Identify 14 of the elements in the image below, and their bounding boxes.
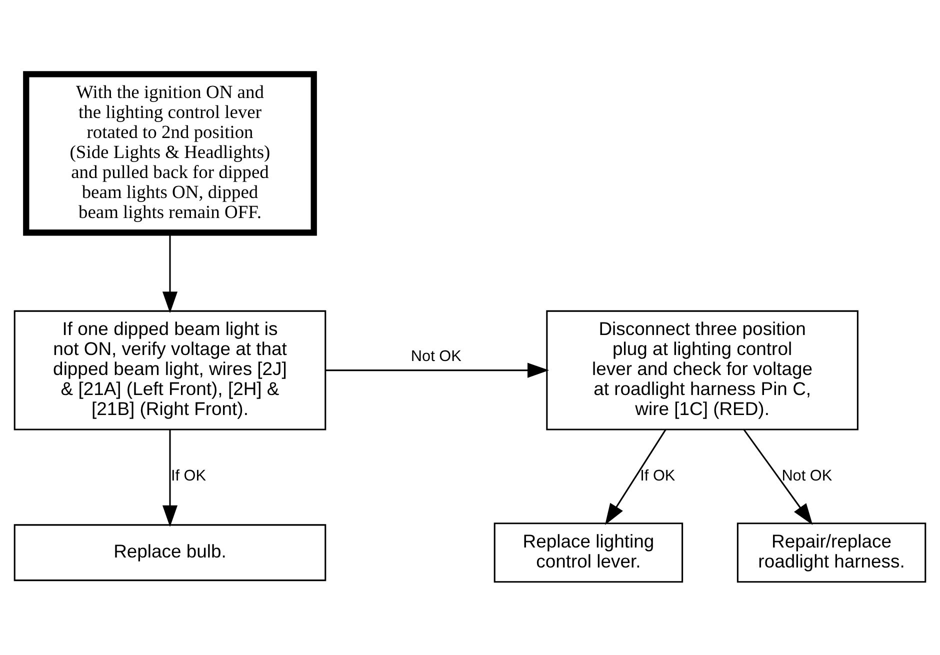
arrow xyxy=(604,428,666,525)
node-box: Repair/replace roadlight harness. xyxy=(736,522,926,582)
node-box: With the ignition ON and the lighting control lever rotated to 2nd position (Side Lights & Headlights) and pulled back for dipped beam lights ON, dipped beam lights remain OFF. xyxy=(23,70,317,236)
edge-label: If OK xyxy=(170,466,206,484)
arrow xyxy=(743,428,813,524)
arrow xyxy=(325,362,550,378)
arrow xyxy=(162,429,178,526)
node-box: Disconnect three position plug at lighting control lever and check for voltage at roadlight harness Pin C, wire [1C] (RED). xyxy=(546,310,858,430)
node-box: If one dipped beam light is not ON, verify voltage at that dipped beam light, wires [2J] & [21A] (Left Front), [2H] & [21B] (Right Front). xyxy=(14,310,326,430)
edge-label: Not OK xyxy=(782,466,832,484)
node-box: Replace lighting control lever. xyxy=(494,522,684,582)
edge-label: Not OK xyxy=(410,348,462,365)
node-box: Replace bulb. xyxy=(14,524,326,581)
edge-label: If OK xyxy=(640,466,676,484)
